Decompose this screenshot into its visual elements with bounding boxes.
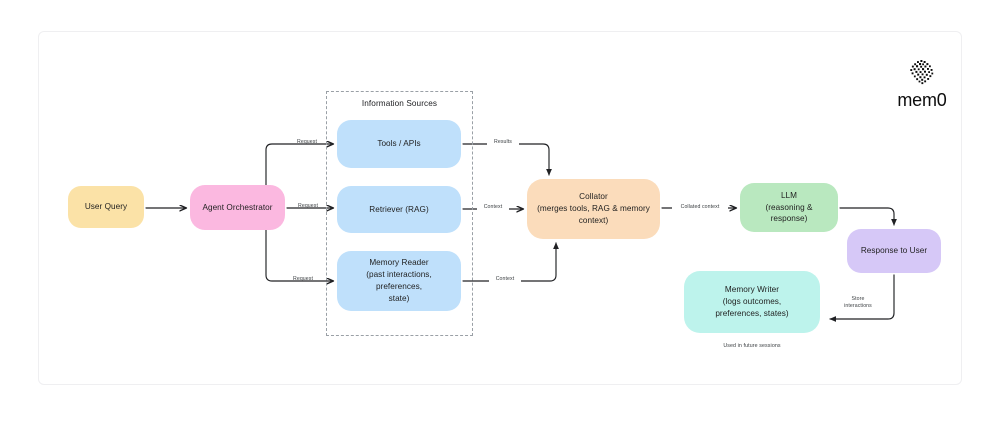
edge-label-context-retriever: Context bbox=[477, 204, 509, 211]
node-memory-writer[interactable]: Memory Writer (logs outcomes, preference… bbox=[684, 271, 820, 333]
brand-name: mem0 bbox=[897, 90, 947, 110]
node-collator[interactable]: Collator (merges tools, RAG & memory con… bbox=[527, 179, 660, 239]
footnote-used-in-future-sessions: Used in future sessions bbox=[723, 343, 781, 349]
brand-logo: mem0 bbox=[884, 58, 960, 111]
edge-label-request-tools: Request bbox=[296, 139, 318, 145]
edge-label-request-retriever: Request bbox=[297, 203, 319, 209]
information-sources-title: Information Sources bbox=[361, 99, 438, 108]
mem0-dotted-circle-icon bbox=[910, 60, 934, 85]
edge-label-context-memory: Context bbox=[489, 276, 521, 283]
node-response-to-user[interactable]: Response to User bbox=[847, 229, 941, 273]
node-agent-orchestrator[interactable]: Agent Orchestrator bbox=[190, 185, 285, 230]
edge-label-collated-context: Collated context bbox=[672, 204, 728, 211]
node-llm[interactable]: LLM (reasoning & response) bbox=[740, 183, 838, 232]
node-user-query[interactable]: User Query bbox=[68, 186, 144, 228]
node-tools-apis[interactable]: Tools / APIs bbox=[337, 120, 461, 168]
edge-label-results: Results bbox=[487, 139, 519, 146]
node-memory-reader[interactable]: Memory Reader (past interactions, prefer… bbox=[337, 251, 461, 311]
edge-label-request-memory: Request bbox=[292, 276, 314, 282]
edge-label-store-interactions: Store interactions bbox=[844, 296, 872, 309]
node-retriever-rag[interactable]: Retriever (RAG) bbox=[337, 186, 461, 233]
information-sources-group bbox=[326, 91, 473, 336]
